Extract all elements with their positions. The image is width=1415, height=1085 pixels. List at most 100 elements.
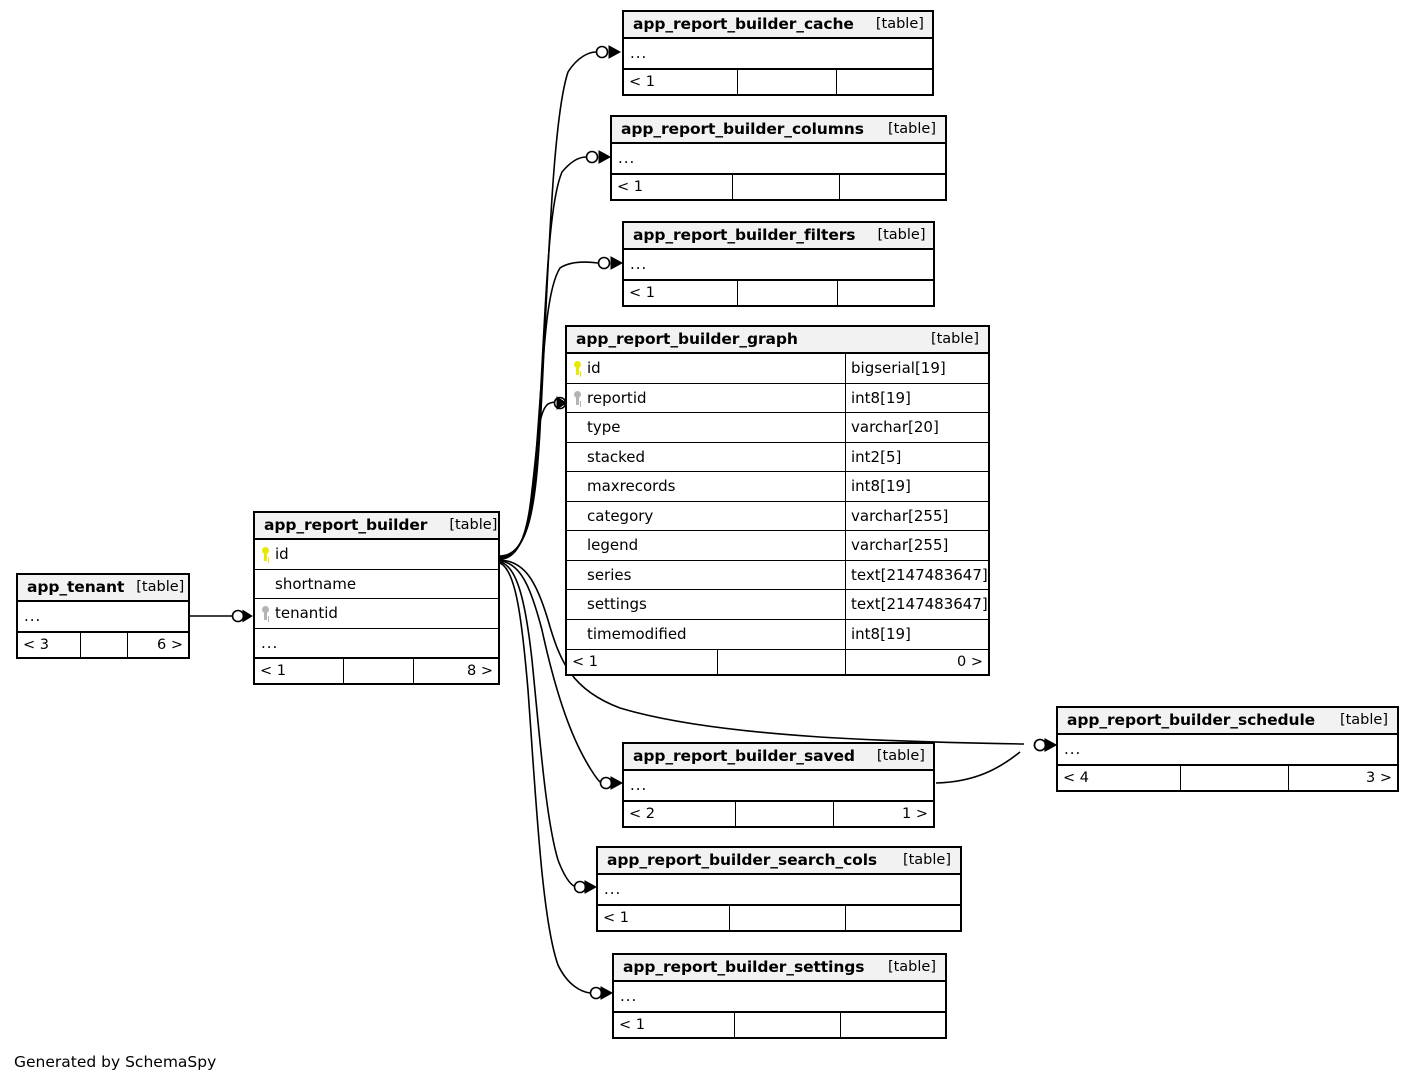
table-footer: < 1 8 > [255, 658, 498, 683]
table-title: app_report_builder_cache [633, 15, 854, 33]
column-name: shortname [275, 574, 357, 593]
table-type-tag: [table] [930, 331, 979, 347]
table-type-tag: [table] [887, 121, 936, 137]
footer-child-count: 6 > [127, 632, 188, 657]
table-title: app_report_builder_columns [621, 120, 864, 138]
footer-middle [737, 280, 837, 305]
cardinality-zero-marker [1033, 738, 1047, 752]
cardinality-zero-marker [585, 150, 599, 164]
column-type: int2[5] [845, 442, 988, 471]
footer-middle [717, 650, 845, 674]
table-footer: < 1 0 > [567, 649, 988, 674]
footer-middle [732, 174, 839, 199]
crowsfoot-marker [610, 776, 624, 790]
crowsfoot-marker [608, 45, 622, 59]
table-header: app_report_builder_cache [table] [624, 12, 932, 39]
edge-builder-to-graph [499, 401, 557, 560]
table-app-report-builder-saved[interactable]: app_report_builder_saved [table] ... < 2… [622, 742, 935, 828]
table-row: ... [624, 771, 933, 801]
table-app-report-builder-schedule[interactable]: app_report_builder_schedule [table] ... … [1056, 706, 1399, 792]
footer-parent-count: < 1 [617, 178, 643, 195]
column-type: int8[19] [845, 383, 988, 412]
table-type-tag: [table] [877, 227, 926, 243]
footer-parent-count: < 1 [603, 909, 629, 926]
footer-middle [729, 905, 845, 930]
hidden-columns-ellipsis: ... [618, 149, 636, 168]
hidden-columns-ellipsis: ... [261, 633, 279, 652]
footer-child-count [837, 280, 933, 305]
table-app-report-builder-settings[interactable]: app_report_builder_settings [table] ... … [612, 953, 947, 1039]
table-header: app_report_builder_search_cols [table] [598, 848, 960, 875]
table-row: ... [18, 602, 188, 632]
generator-credit: Generated by SchemaSpy [14, 1053, 217, 1071]
table-row-id: id [255, 540, 498, 570]
hidden-columns-ellipsis: ... [620, 987, 638, 1006]
table-row-shortname: shortname [255, 570, 498, 599]
table-footer: < 4 3 > [1058, 764, 1397, 790]
table-footer: < 1 [624, 68, 932, 94]
table-type-tag: [table] [449, 517, 498, 533]
crowsfoot-marker [600, 986, 614, 1000]
table-header: app_report_builder_saved [table] [624, 744, 933, 771]
table-type-tag: [table] [876, 748, 925, 764]
column-name: id [587, 359, 601, 378]
table-app-report-builder[interactable]: app_report_builder [table] id shortname … [253, 511, 500, 685]
footer-child-count: 8 > [413, 659, 498, 683]
table-app-report-builder-columns[interactable]: app_report_builder_columns [table] ... <… [610, 115, 947, 201]
column-name: maxrecords [587, 477, 676, 496]
table-app-report-builder-cache[interactable]: app_report_builder_cache [table] ... < 1 [622, 10, 934, 96]
crowsfoot-marker [1044, 738, 1058, 752]
cardinality-zero-marker [595, 45, 609, 59]
column-type: varchar[255] [845, 501, 988, 530]
table-app-tenant[interactable]: app_tenant [table] ... < 3 6 > [16, 573, 190, 659]
footer-middle [734, 1012, 840, 1037]
footer-child-count [845, 905, 960, 930]
footer-middle [1180, 765, 1288, 790]
primary-key-icon [255, 547, 275, 562]
column-type: int8[19] [845, 619, 988, 649]
table-row: ... [255, 629, 498, 658]
column-name: series [587, 565, 632, 584]
table-row: ... [598, 875, 960, 905]
table-app-report-builder-search-cols[interactable]: app_report_builder_search_cols [table] .… [596, 846, 962, 932]
cardinality-zero-marker [599, 776, 613, 790]
hidden-columns-ellipsis: ... [604, 880, 622, 899]
cardinality-zero-marker [231, 609, 245, 623]
table-type-tag: [table] [875, 16, 924, 32]
footer-middle [737, 69, 836, 94]
table-footer: < 1 [598, 904, 960, 930]
table-footer: < 1 [612, 173, 945, 199]
footer-parent-count: < 4 [1063, 769, 1089, 786]
table-header: app_report_builder_schedule [table] [1058, 708, 1397, 735]
table-type-tag: [table] [887, 959, 936, 975]
column-name: tenantid [275, 604, 338, 623]
column-type: int8[19] [845, 472, 988, 501]
footer-child-count [840, 1012, 945, 1037]
cardinality-zero-marker [553, 396, 567, 410]
crowsfoot-marker [1044, 738, 1058, 752]
footer-middle [735, 801, 833, 826]
table-title: app_report_builder_schedule [1067, 711, 1316, 729]
table-title: app_report_builder_saved [633, 747, 855, 765]
footer-child-count: 0 > [845, 650, 988, 674]
column-name: settings [587, 595, 647, 614]
crowsfoot-marker [598, 150, 612, 164]
table-app-report-builder-filters[interactable]: app_report_builder_filters [table] ... <… [622, 221, 935, 307]
edge-saved-to-schedule [935, 751, 1021, 784]
table-header: app_tenant [table] [18, 575, 188, 602]
column-name: stacked [587, 447, 646, 466]
table-footer: < 1 [624, 279, 933, 305]
table-row-reportid: reportid int8[19] [567, 383, 988, 413]
table-type-tag: [table] [1339, 712, 1388, 728]
crowsfoot-marker [242, 609, 253, 623]
column-name: reportid [587, 388, 647, 407]
column-type: varchar[20] [845, 413, 988, 442]
hidden-columns-ellipsis: ... [630, 776, 648, 795]
table-title: app_tenant [27, 578, 125, 596]
crowsfoot-marker [610, 256, 624, 270]
